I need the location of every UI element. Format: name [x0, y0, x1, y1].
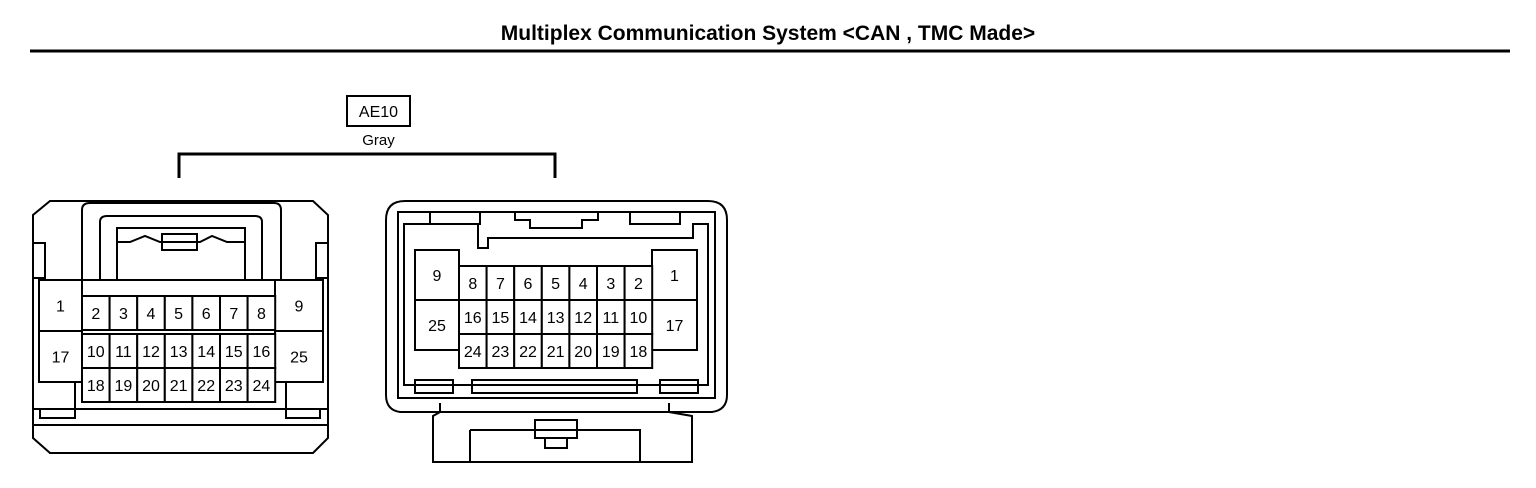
right-pin-24: 24: [464, 344, 482, 361]
latch-inner: [99, 215, 263, 280]
right-pin-24-cell: [458, 333, 488, 369]
right-pin-7: 7: [496, 276, 505, 293]
left-side-notch: [33, 242, 46, 279]
left-pin-20-cell: [136, 367, 166, 403]
left-pin-10-cell: [81, 333, 111, 369]
left-pin-20: 20: [142, 378, 160, 395]
left-pin-5-cell: [163, 295, 194, 331]
lower-latch: [432, 403, 693, 463]
left-pin-9: 9: [295, 299, 304, 316]
right-pin-21-cell: [540, 333, 571, 369]
right-pin-14: 14: [519, 310, 537, 327]
left-pin-8: 8: [257, 306, 266, 323]
right-pin-2: 2: [634, 276, 643, 293]
right-pin-11: 11: [602, 310, 619, 327]
right-pin-19-cell: [596, 333, 626, 369]
right-pin-23: 23: [492, 344, 510, 361]
left-pin-16: 16: [253, 344, 271, 361]
left-pin-6: 6: [202, 306, 211, 323]
right-pin-2-cell: [623, 265, 654, 301]
right-pin-18-cell: [623, 333, 654, 369]
left-pin-24-cell: [246, 367, 277, 403]
right-pin-16: 16: [464, 310, 482, 327]
view-bracket: [177, 152, 557, 178]
right-inner-frame: [397, 211, 716, 399]
latch-tab: [161, 233, 198, 251]
right-pin-13: 13: [547, 310, 565, 327]
right-pin-10-cell: [623, 299, 654, 335]
right-pin-20-cell: [568, 333, 599, 369]
connector-code-box: [346, 95, 411, 127]
top-key: [514, 212, 599, 229]
right-pin-22: 22: [519, 344, 537, 361]
left-pin-10: 10: [87, 344, 105, 361]
right-pin-12-cell: [568, 299, 599, 335]
bottom-slot-right: [659, 379, 699, 394]
left-pin-7: 7: [229, 306, 238, 323]
right-pin-frame: [403, 223, 709, 386]
bottom-slot-center: [471, 379, 638, 394]
latch-ridge: [117, 234, 245, 243]
left-pin-1: 1: [56, 299, 65, 316]
left-pin-15: 15: [225, 344, 243, 361]
left-pin-11: 11: [115, 344, 132, 361]
right-pin-5: 5: [551, 276, 560, 293]
right-pin-6: 6: [524, 276, 533, 293]
page-title: Multiplex Communication System <CAN , TM…: [500, 22, 1036, 45]
right-pin-25: 25: [428, 318, 446, 335]
right-pin-9: 9: [433, 268, 442, 285]
left-pin-7-cell: [219, 295, 249, 331]
left-pin-24: 24: [253, 378, 271, 395]
right-connector-shell: [385, 200, 728, 413]
left-pin-13: 13: [170, 344, 188, 361]
right-pin-1-cell: [651, 249, 698, 301]
latch-housing: [81, 202, 282, 280]
left-pin-19: 19: [115, 378, 133, 395]
right-connector: [385, 200, 728, 463]
left-pin-23: 23: [225, 378, 243, 395]
left-pin-3: 3: [119, 306, 128, 323]
left-pin-4-cell: [136, 295, 166, 331]
right-pin-19: 19: [602, 344, 620, 361]
right-pin-18: 18: [630, 344, 648, 361]
right-pin-3: 3: [606, 276, 615, 293]
left-pin-5: 5: [174, 306, 183, 323]
top-slot-right: [629, 211, 681, 225]
left-pin-4: 4: [147, 306, 156, 323]
right-pin-20: 20: [574, 344, 592, 361]
left-pin-12-cell: [136, 333, 166, 369]
latch-cavity: [116, 227, 246, 280]
left-pin-21: 21: [170, 378, 188, 395]
right-pin-8: 8: [468, 276, 477, 293]
left-pin-25: 25: [290, 350, 308, 367]
right-pin-1: 1: [670, 268, 679, 285]
right-pin-4: 4: [579, 276, 588, 293]
left-pin-grid: 1 17 9 25 2 10 3 11 4 12 5 13 6 14 7 15 8 16 18 19 20 21 22 23 2…: [38, 279, 324, 403]
right-pin-21: 21: [547, 344, 565, 361]
left-pin-9-cell: [274, 279, 324, 332]
left-pin-17: 17: [52, 350, 70, 367]
left-connector-shell: [32, 200, 329, 454]
left-pin-23-cell: [219, 367, 249, 403]
connector-color-label: Gray: [362, 132, 395, 149]
right-pin-grid: 9 25 1 17 8 16 7 15 6 14 5 13 4 12 3 11 2 10 24 23 22 21 20 19 1…: [414, 249, 698, 369]
left-pin-18: 18: [87, 378, 105, 395]
right-pin-25-cell: [414, 299, 460, 351]
connector-code-label: AE10: [359, 104, 398, 121]
left-pin-2: 2: [91, 306, 100, 323]
left-pin-12: 12: [142, 344, 160, 361]
bottom-slot-left: [414, 379, 454, 394]
left-pin-8-cell: [246, 295, 277, 331]
right-pin-17: 17: [666, 318, 684, 335]
right-pin-22-cell: [513, 333, 543, 369]
left-pin-14: 14: [197, 344, 215, 361]
top-slot-left: [429, 211, 481, 225]
right-side-notch: [315, 242, 328, 279]
left-pin-22: 22: [197, 378, 215, 395]
right-pin-12: 12: [574, 310, 592, 327]
right-pin-10: 10: [630, 310, 648, 327]
right-pin-15: 15: [492, 310, 510, 327]
